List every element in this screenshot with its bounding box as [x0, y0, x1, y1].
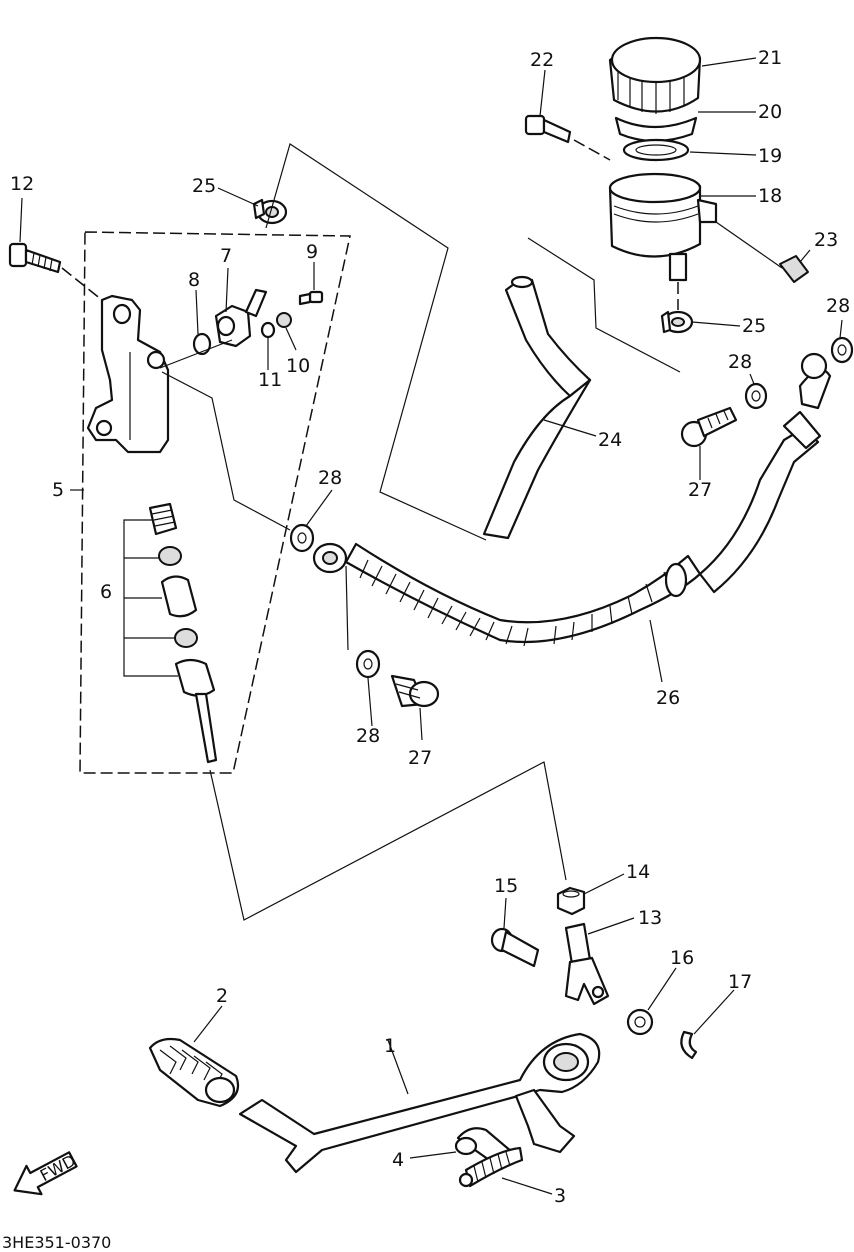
washer-16: [626, 1008, 654, 1036]
washer-28-c: [744, 382, 768, 410]
callout-leaders: [19, 57, 843, 1195]
callout-14: 14: [626, 861, 650, 883]
push-rod-6: [174, 658, 218, 764]
leader-7-body: [159, 339, 233, 369]
washer-28-b: [355, 649, 381, 679]
callout-28-d: 28: [826, 295, 850, 317]
callout-27-upper: 27: [688, 479, 712, 501]
callout-24: 24: [598, 429, 622, 451]
clevis-13: [564, 922, 610, 1006]
cotter-pin-17: [680, 1030, 698, 1060]
callout-7: 7: [220, 245, 232, 267]
callout-27-lower: 27: [408, 747, 432, 769]
nut-10: [276, 312, 292, 328]
callout-labels: 21 20 19 18 23 22 25 25 12 24 28 28 28 2…: [10, 47, 850, 1207]
callout-16: 16: [670, 947, 694, 969]
callout-13: 13: [638, 907, 662, 929]
spring-3: [458, 1146, 524, 1188]
reservoir-cap-21: [608, 36, 702, 114]
reference-line-24: [265, 143, 681, 541]
bolt-22: [524, 114, 572, 144]
callout-25-upper: 25: [192, 175, 216, 197]
union-bolt-27-upper: [680, 406, 738, 448]
reservoir-hose-24: [482, 275, 592, 540]
callout-19: 19: [758, 145, 782, 167]
reference-line-cylinder-hose: [161, 371, 291, 531]
callout-2: 2: [216, 985, 228, 1007]
union-bolt-27-lower: [390, 674, 440, 708]
diagram-code: 3HE351-0370: [2, 1233, 111, 1252]
diaphragm-holder-19: [622, 138, 690, 162]
callout-22: 22: [530, 49, 554, 71]
callout-28-a: 28: [318, 467, 342, 489]
fwd-arrow-icon: FWD: [13, 1151, 79, 1196]
callout-5: 5: [52, 479, 64, 501]
bolt-15: [490, 927, 540, 968]
callout-4: 4: [392, 1149, 404, 1171]
callout-23: 23: [814, 229, 838, 251]
cup-6-b: [174, 628, 198, 648]
leader-bolt22-tank: [573, 139, 611, 161]
reference-line-hose-bolt: [345, 565, 349, 651]
callout-9: 9: [306, 241, 318, 263]
callout-28-b: 28: [356, 725, 380, 747]
reservoir-tank-18: [608, 172, 718, 282]
clip-25-lower: [660, 310, 694, 334]
brake-hose-26: [312, 352, 832, 647]
callout-11: 11: [258, 369, 282, 391]
piston-6: [160, 575, 198, 618]
callout-28-c: 28: [728, 351, 752, 373]
master-cylinder-body: [86, 294, 170, 454]
callout-1: 1: [384, 1035, 396, 1057]
bracket-6: [123, 519, 178, 677]
fwd-label: FWD: [37, 1151, 79, 1185]
clip-25-upper: [252, 198, 288, 225]
reference-line-rod-clevis: [209, 761, 567, 921]
union-fitting-7: [214, 288, 268, 348]
callout-3: 3: [554, 1185, 566, 1207]
o-ring-8: [192, 332, 212, 356]
bolt-12: [8, 242, 62, 274]
callout-21: 21: [758, 47, 782, 69]
callout-12: 12: [10, 173, 34, 195]
washer-28-d: [830, 336, 854, 364]
spring-6: [148, 502, 178, 536]
diaphragm-20: [614, 116, 698, 143]
leader-23-tank: [715, 221, 783, 269]
callout-18: 18: [758, 185, 782, 207]
washer-11: [260, 321, 276, 339]
callout-17: 17: [728, 971, 752, 993]
callout-26: 26: [656, 687, 680, 709]
callout-6: 6: [100, 581, 112, 603]
nut-14: [556, 886, 586, 916]
damper-23: [779, 255, 809, 283]
washer-28-a: [289, 523, 315, 553]
leader-bolt12-body: [61, 267, 103, 301]
callout-8: 8: [188, 269, 200, 291]
callout-15: 15: [494, 875, 518, 897]
callout-25-lower: 25: [742, 315, 766, 337]
brake-pedal-1: [238, 1032, 601, 1174]
pedal-rubber-2: [148, 1037, 240, 1108]
master-cylinder-assembly-outline: [79, 231, 351, 774]
callout-10: 10: [286, 355, 310, 377]
callout-20: 20: [758, 101, 782, 123]
cup-6-a: [158, 546, 182, 566]
screw-9: [298, 290, 324, 306]
